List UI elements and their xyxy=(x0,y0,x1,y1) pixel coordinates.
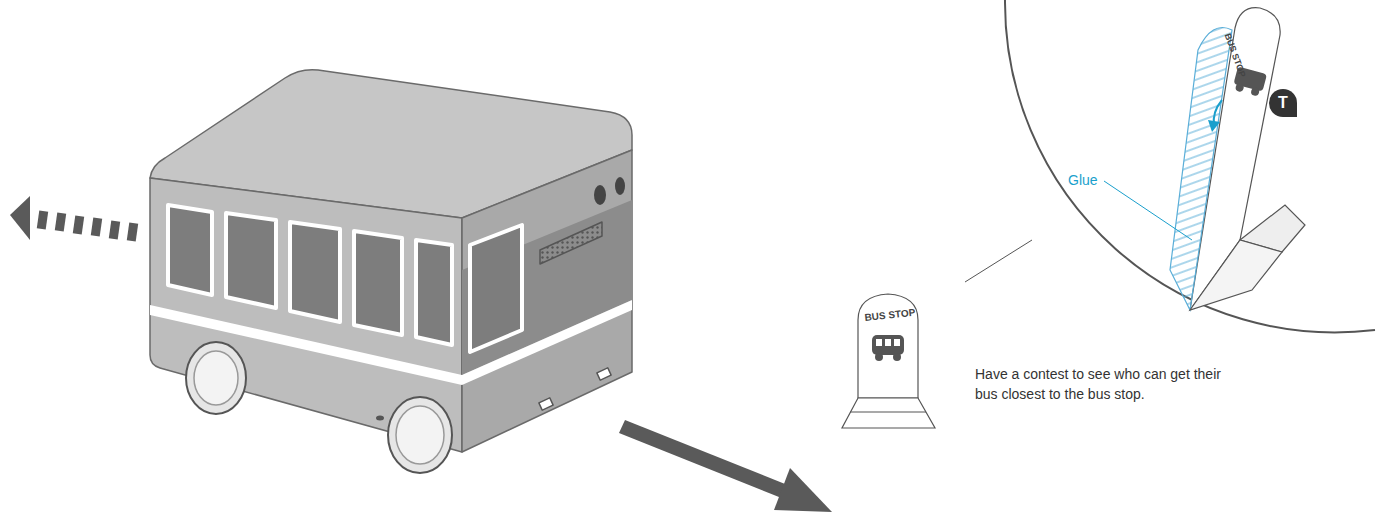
bus-stop-sign xyxy=(842,294,935,428)
step-badge: T xyxy=(1268,88,1298,118)
leader-line xyxy=(965,240,1032,282)
dashed-arrow xyxy=(10,196,138,242)
glue-label: Glue xyxy=(1068,172,1098,188)
instruction-note: Have a contest to see who can get their … xyxy=(975,364,1245,404)
zoom-circle xyxy=(1005,0,1375,332)
glue-leader xyxy=(1104,181,1192,240)
badge-letter: T xyxy=(1268,88,1298,118)
solid-arrow xyxy=(619,420,832,512)
zoomed-sign xyxy=(1170,8,1305,310)
bus xyxy=(150,70,632,473)
